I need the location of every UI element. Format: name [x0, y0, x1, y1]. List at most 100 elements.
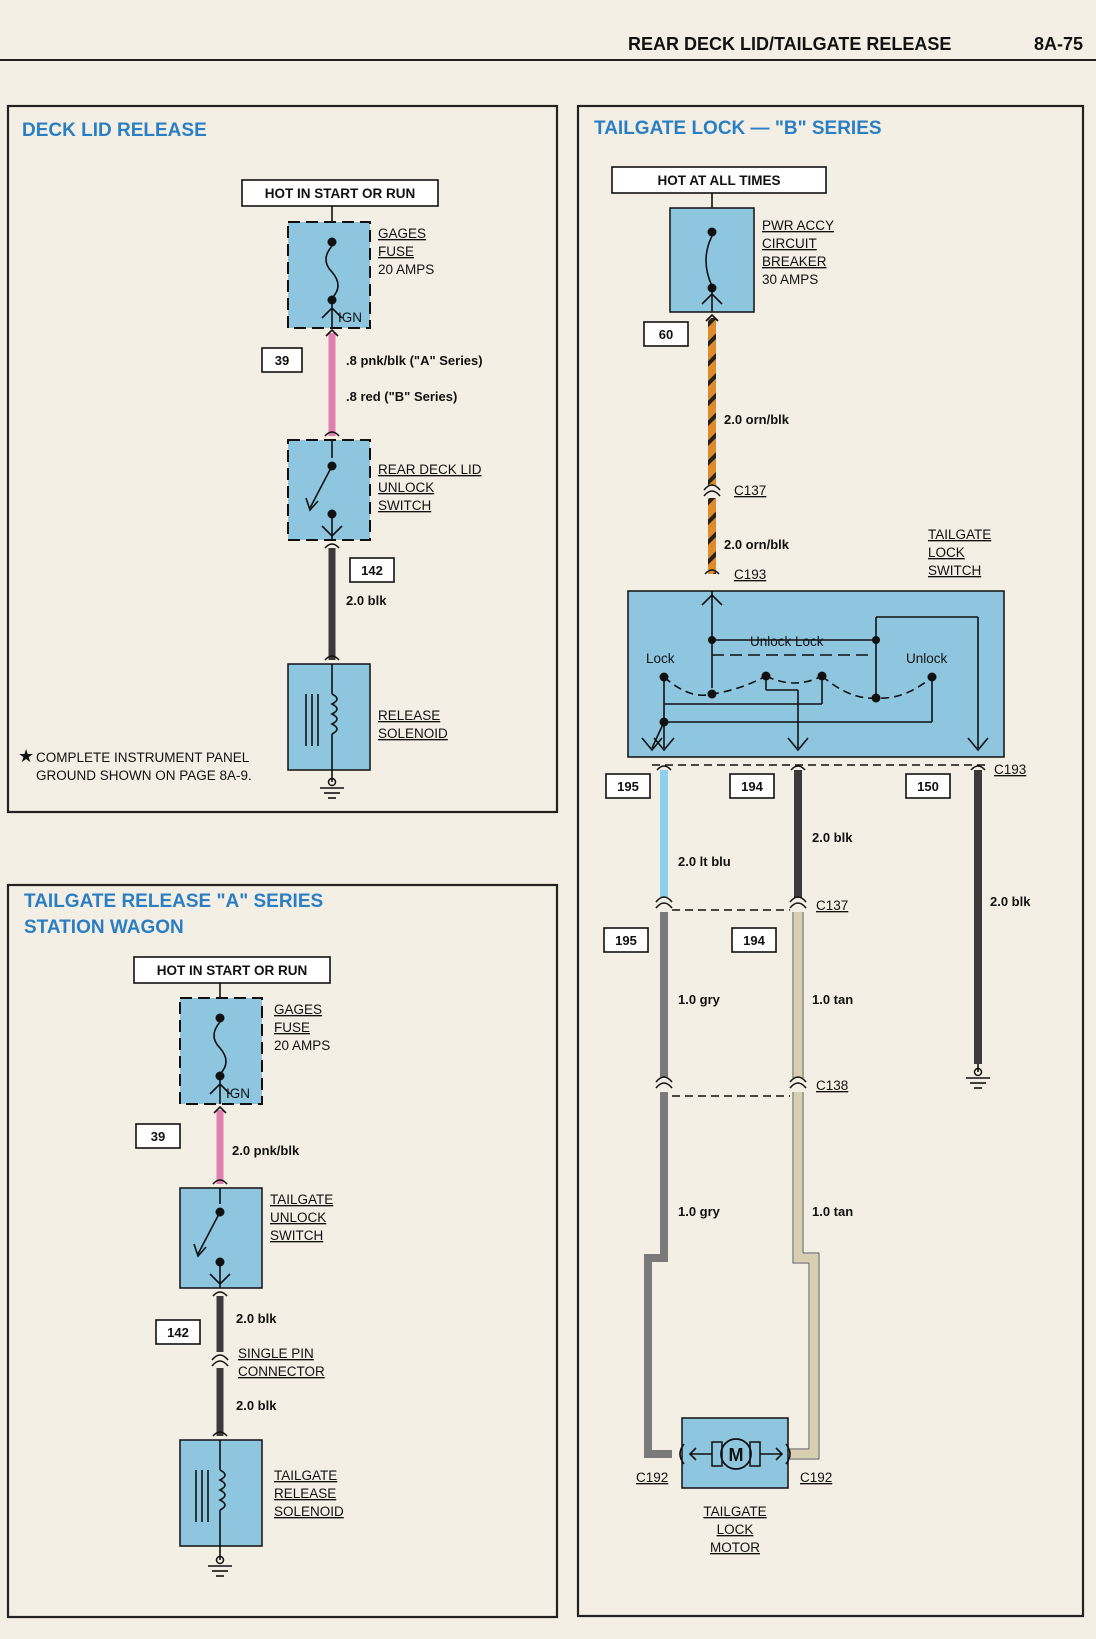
wire-orn-blk-2-label: 2.0 orn/blk	[724, 537, 790, 552]
deck-lid-panel	[6, 104, 559, 814]
circuit-194	[729, 773, 775, 799]
tailgate-a-panel	[6, 883, 559, 1619]
lock-switch-label-2: LOCK	[928, 545, 965, 560]
release-solenoid	[287, 663, 371, 771]
ign-label-a: IGN	[226, 1086, 250, 1101]
hot-at-all-times-label: HOT AT ALL TIMES	[658, 173, 781, 188]
circuit-60-label: 60	[659, 327, 673, 342]
hot-in-start-box-a	[133, 956, 331, 984]
switch-a-label-1: TAILGATE	[270, 1192, 333, 1207]
wire-tan-2	[790, 1092, 818, 1458]
single-pin-connector	[211, 1354, 229, 1367]
wire-tan-1-label: 1.0 tan	[812, 992, 853, 1007]
circuit-142-a	[155, 1319, 201, 1345]
c192-left-label: C192	[636, 1470, 668, 1485]
c138-label: C138	[816, 1078, 848, 1093]
solenoid-label-1: RELEASE	[378, 708, 440, 723]
wire-label-b: .8 red ("B" Series)	[346, 389, 457, 404]
fuse-a-label-3: 20 AMPS	[274, 1038, 330, 1053]
tailgate-release-solenoid	[179, 1439, 263, 1547]
unlock-lock-label: Unlock Lock	[750, 634, 824, 649]
deck-lid-section: DECK LID RELEASE HOT IN START OR RUN IGN…	[18, 120, 483, 799]
tailgate-b-title: TAILGATE LOCK — "B" SERIES	[594, 118, 882, 139]
tailgate-unlock-switch	[179, 1187, 263, 1289]
unlock-label: Unlock	[906, 651, 948, 666]
circuit-142	[349, 557, 395, 583]
wire-gry-1-label: 1.0 gry	[678, 992, 721, 1007]
tailgate-lock-switch	[627, 590, 1005, 758]
c137-top-connector	[703, 484, 721, 497]
circuit-150	[905, 773, 951, 799]
solenoid-a-label-3: SOLENOID	[274, 1504, 344, 1519]
breaker-label-2: CIRCUIT	[762, 236, 817, 251]
c138-connector	[655, 1076, 807, 1097]
c193-bottom-label: C193	[994, 762, 1026, 777]
switch-label-2: UNLOCK	[378, 480, 434, 495]
hot-in-start-box	[241, 179, 439, 207]
page-number: 8A-75	[1034, 34, 1083, 54]
connector-label-1: SINGLE PIN	[238, 1346, 314, 1361]
wire-lt-blu-label: 2.0 lt blu	[678, 854, 731, 869]
circuit-60	[643, 321, 689, 347]
c137-top-label: C137	[734, 483, 766, 498]
c137-mid-label: C137	[816, 898, 848, 913]
circuit-195	[605, 773, 651, 799]
hot-at-all-times-box	[611, 166, 827, 194]
wire-blk-mid-label: 2.0 blk	[812, 830, 853, 845]
c193-top-label: C193	[734, 567, 766, 582]
wire-gry-2	[644, 1092, 672, 1458]
wire-orn-blk-1-label: 2.0 orn/blk	[724, 412, 790, 427]
solenoid-a-label-2: RELEASE	[274, 1486, 336, 1501]
motor-label-1: TAILGATE	[703, 1504, 766, 1519]
lock-switch-label-3: SWITCH	[928, 563, 981, 578]
tailgate-a-title-1: TAILGATE RELEASE "A" SERIES	[24, 891, 323, 912]
note-line-1: COMPLETE INSTRUMENT PANEL	[36, 750, 250, 765]
deck-lid-title: DECK LID RELEASE	[22, 120, 207, 141]
motor-label-3: MOTOR	[710, 1540, 760, 1555]
solenoid-a-label-1: TAILGATE	[274, 1468, 337, 1483]
c137-mid-connector	[655, 896, 807, 911]
wire-blk-right-label: 2.0 blk	[990, 894, 1031, 909]
fuse-label-3: 20 AMPS	[378, 262, 434, 277]
lock-switch-label-1: TAILGATE	[928, 527, 991, 542]
circuit-150-label: 150	[917, 779, 939, 794]
circuit-39	[261, 347, 303, 373]
circuit-195b-label: 195	[615, 933, 637, 948]
circuit-194b	[731, 927, 777, 953]
circuit-39-a-label: 39	[151, 1129, 165, 1144]
motor-label-2: LOCK	[717, 1522, 754, 1537]
fuse-a-label-2: FUSE	[274, 1020, 310, 1035]
wire-tan-2-label: 1.0 tan	[812, 1204, 853, 1219]
circuit-142-label: 142	[361, 563, 383, 578]
page-header: REAR DECK LID/TAILGATE RELEASE 8A-75	[0, 34, 1096, 61]
ign-label: IGN	[338, 310, 362, 325]
c192-right-label: C192	[800, 1470, 832, 1485]
wire-pnk-blk-a-label: 2.0 pnk/blk	[232, 1143, 300, 1158]
switch-label-3: SWITCH	[378, 498, 431, 513]
tailgate-b-section: TAILGATE LOCK — "B" SERIES HOT AT ALL TI…	[594, 118, 1031, 1555]
tailgate-a-title-2: STATION WAGON	[24, 917, 184, 938]
circuit-195b	[603, 927, 649, 953]
fuse-label-1: GAGES	[378, 226, 426, 241]
circuit-39-label: 39	[275, 353, 289, 368]
hot-in-start-label: HOT IN START OR RUN	[265, 186, 416, 201]
page-title: REAR DECK LID/TAILGATE RELEASE	[628, 34, 951, 54]
breaker-label-1: PWR ACCY	[762, 218, 834, 233]
hot-in-start-label-a: HOT IN START OR RUN	[157, 963, 308, 978]
wire-label-a: .8 pnk/blk ("A" Series)	[346, 353, 483, 368]
wire-blk-a2-label: 2.0 blk	[236, 1398, 277, 1413]
wire-blk-a1-label: 2.0 blk	[236, 1311, 277, 1326]
tailgate-b-panel	[576, 104, 1085, 1618]
circuit-142-a-label: 142	[167, 1325, 189, 1340]
lock-label: Lock	[646, 651, 675, 666]
rear-deck-lid-unlock-switch	[287, 439, 371, 541]
solenoid-label-2: SOLENOID	[378, 726, 448, 741]
tailgate-lock-motor	[681, 1417, 789, 1489]
switch-a-label-2: UNLOCK	[270, 1210, 326, 1225]
breaker-label-3: BREAKER	[762, 254, 827, 269]
motor-icon	[720, 1438, 752, 1470]
switch-a-label-3: SWITCH	[270, 1228, 323, 1243]
breaker-label-4: 30 AMPS	[762, 272, 818, 287]
wire-gry-2-label: 1.0 gry	[678, 1204, 721, 1219]
